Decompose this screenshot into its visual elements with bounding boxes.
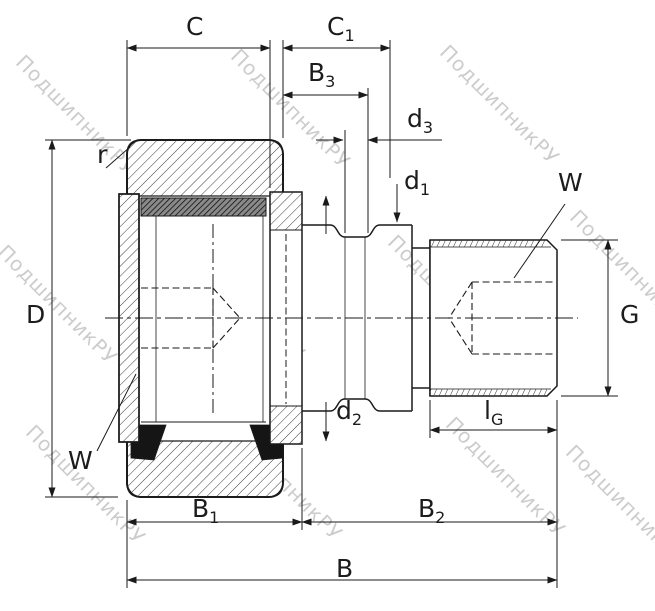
dim-label-w-top-main: W [558, 168, 583, 197]
dim-label-g-main: G [620, 300, 640, 329]
dim-label-w-top: W [558, 170, 583, 195]
dim-label-w-bottom-main: W [68, 446, 93, 475]
dim-label-b3: B3 [308, 60, 335, 90]
dim-label-lg-sub: G [490, 410, 504, 429]
dim-label-d1: d1 [404, 168, 430, 198]
dim-label-b3-sub: 3 [325, 72, 336, 91]
dim-label-d3: d3 [407, 106, 433, 136]
dim-label-b3-main: B [308, 58, 326, 87]
dim-label-r: r [97, 142, 107, 167]
dim-label-d2-main: d [336, 396, 352, 425]
dim-label-b2-main: B [418, 494, 436, 523]
dim-label-w-bottom: W [68, 448, 93, 473]
dimension-lines [48, 44, 612, 584]
dim-label-lg-main: l [484, 396, 491, 425]
dim-label-d-outer: D [26, 302, 45, 327]
dim-label-c1-main: C [327, 12, 345, 41]
dim-label-d3-main: d [407, 104, 423, 133]
dim-label-d-outer-main: D [26, 300, 46, 329]
dim-label-c1-sub: 1 [344, 26, 355, 45]
dim-label-g: G [620, 302, 639, 327]
hex-socket-left [141, 287, 241, 349]
dim-label-d1-sub: 1 [419, 180, 431, 199]
dim-label-d1-main: d [404, 166, 420, 195]
dim-label-b-main: B [336, 554, 354, 583]
dim-label-c-main: C [186, 12, 204, 41]
dim-label-d2: d2 [336, 398, 362, 428]
dim-label-b1-main: B [192, 494, 210, 523]
dim-label-lg: lG [484, 398, 503, 428]
dim-label-b2-sub: 2 [435, 508, 446, 527]
dim-label-c: C [186, 14, 203, 39]
leader-lines [96, 146, 566, 452]
dim-label-b1: B1 [192, 496, 219, 526]
thread-section [429, 239, 558, 397]
dim-label-b1-sub: 1 [209, 508, 220, 527]
dim-label-d3-sub: 3 [422, 118, 434, 137]
dim-label-c1: C1 [327, 14, 355, 44]
dim-label-b2: B2 [418, 496, 445, 526]
dim-label-d2-sub: 2 [351, 410, 363, 429]
seals [130, 197, 284, 461]
dim-label-b: B [336, 556, 353, 581]
dim-label-r-main: r [97, 140, 108, 169]
